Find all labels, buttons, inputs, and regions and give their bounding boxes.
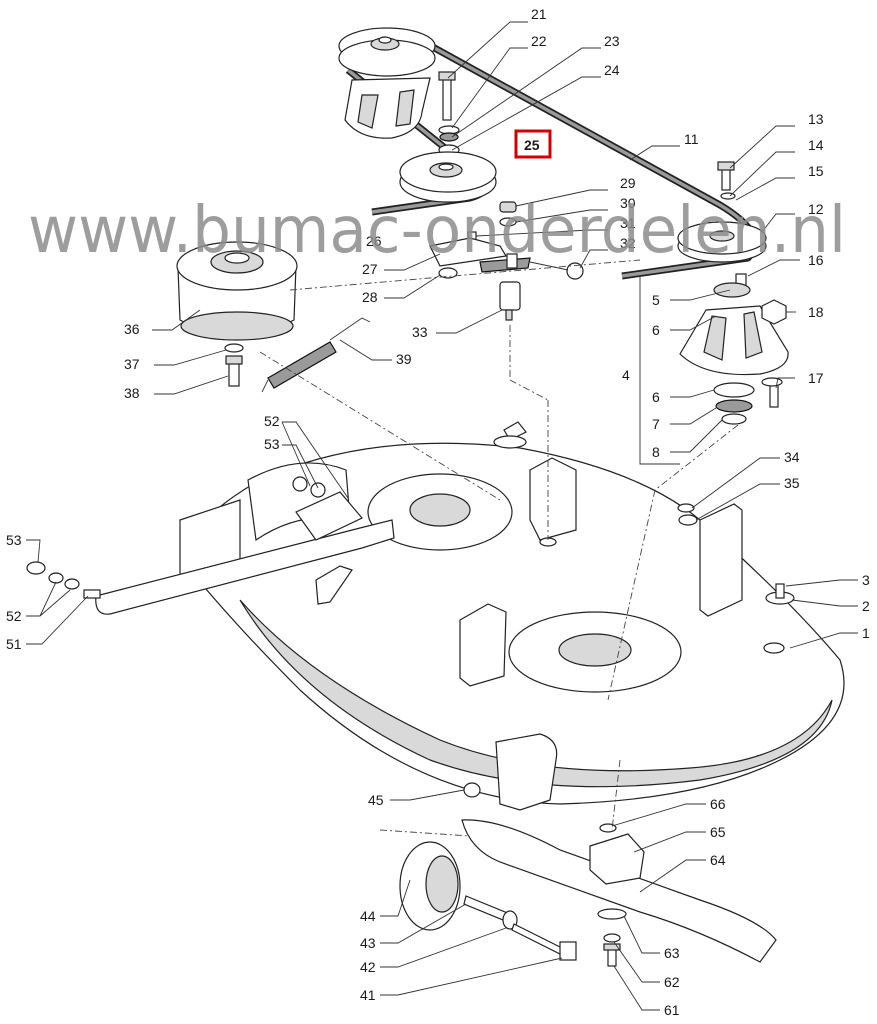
label-62: 62 xyxy=(664,974,680,990)
watermark-text: www.bumac-onderdelen.nl xyxy=(28,194,846,268)
label-14: 14 xyxy=(808,137,824,153)
label-6-upper: 6 xyxy=(652,322,660,338)
label-4: 4 xyxy=(622,367,630,383)
gauge-wheel xyxy=(399,841,577,961)
label-53-left: 53 xyxy=(6,532,22,548)
label-1: 1 xyxy=(862,625,870,641)
deck-small-parts xyxy=(677,503,795,605)
label-2: 2 xyxy=(862,598,870,614)
label-42: 42 xyxy=(360,959,376,975)
label-35: 35 xyxy=(784,475,800,491)
label-7: 7 xyxy=(652,416,660,432)
label-63: 63 xyxy=(664,945,680,961)
label-31: 31 xyxy=(620,215,636,231)
label-3: 3 xyxy=(862,572,870,588)
label-24: 24 xyxy=(604,62,620,78)
label-5: 5 xyxy=(652,292,660,308)
label-65: 65 xyxy=(710,824,726,840)
pulley-bolt-washers xyxy=(438,71,460,156)
label-32: 32 xyxy=(620,235,636,251)
idler-pulley xyxy=(399,151,497,203)
label-13: 13 xyxy=(808,111,824,127)
label-18: 18 xyxy=(808,304,824,320)
label-17: 17 xyxy=(808,370,824,386)
label-43: 43 xyxy=(360,935,376,951)
label-52-left: 52 xyxy=(6,608,22,624)
electric-clutch xyxy=(176,241,298,387)
label-21: 21 xyxy=(531,6,547,22)
label-33: 33 xyxy=(412,324,428,340)
label-30: 30 xyxy=(620,195,636,211)
label-26: 26 xyxy=(366,233,382,249)
label-36: 36 xyxy=(124,321,140,337)
label-45: 45 xyxy=(368,792,384,808)
label-23: 23 xyxy=(604,33,620,49)
label-37: 37 xyxy=(124,356,140,372)
label-51: 51 xyxy=(6,636,22,652)
label-12: 12 xyxy=(808,201,824,217)
leader-lines xyxy=(26,21,858,1011)
label-39: 39 xyxy=(396,351,412,367)
label-61: 61 xyxy=(664,1002,680,1018)
label-28: 28 xyxy=(362,289,378,305)
label-66: 66 xyxy=(710,796,726,812)
label-16: 16 xyxy=(808,252,824,268)
cutting-blade xyxy=(461,819,777,967)
label-27: 27 xyxy=(362,261,378,277)
upper-pulley-spindle xyxy=(338,27,436,139)
part-number-labels: 21 22 23 24 25 11 13 14 15 12 29 30 31 3… xyxy=(6,6,870,1018)
label-44: 44 xyxy=(360,908,376,924)
label-25: 25 xyxy=(524,137,540,153)
label-64: 64 xyxy=(710,852,726,868)
label-6-lower: 6 xyxy=(652,389,660,405)
label-34: 34 xyxy=(784,449,800,465)
label-53-top: 53 xyxy=(264,436,280,452)
right-pulley-spindle xyxy=(677,161,789,425)
label-38: 38 xyxy=(124,385,140,401)
label-11: 11 xyxy=(684,131,699,147)
label-41: 41 xyxy=(360,987,376,1003)
label-15: 15 xyxy=(808,163,824,179)
label-52-top: 52 xyxy=(264,413,280,429)
label-22: 22 xyxy=(531,33,547,49)
group-bracket-4 xyxy=(639,276,680,465)
label-29: 29 xyxy=(620,175,636,191)
tensioner-assembly xyxy=(429,201,584,321)
tension-spring xyxy=(261,317,371,393)
assembly-axis-lines xyxy=(259,259,739,837)
label-8: 8 xyxy=(652,444,660,460)
deck-wheel-bracket xyxy=(463,733,558,811)
height-linkage-arm xyxy=(26,476,395,615)
highlight-box-25 xyxy=(514,129,552,159)
